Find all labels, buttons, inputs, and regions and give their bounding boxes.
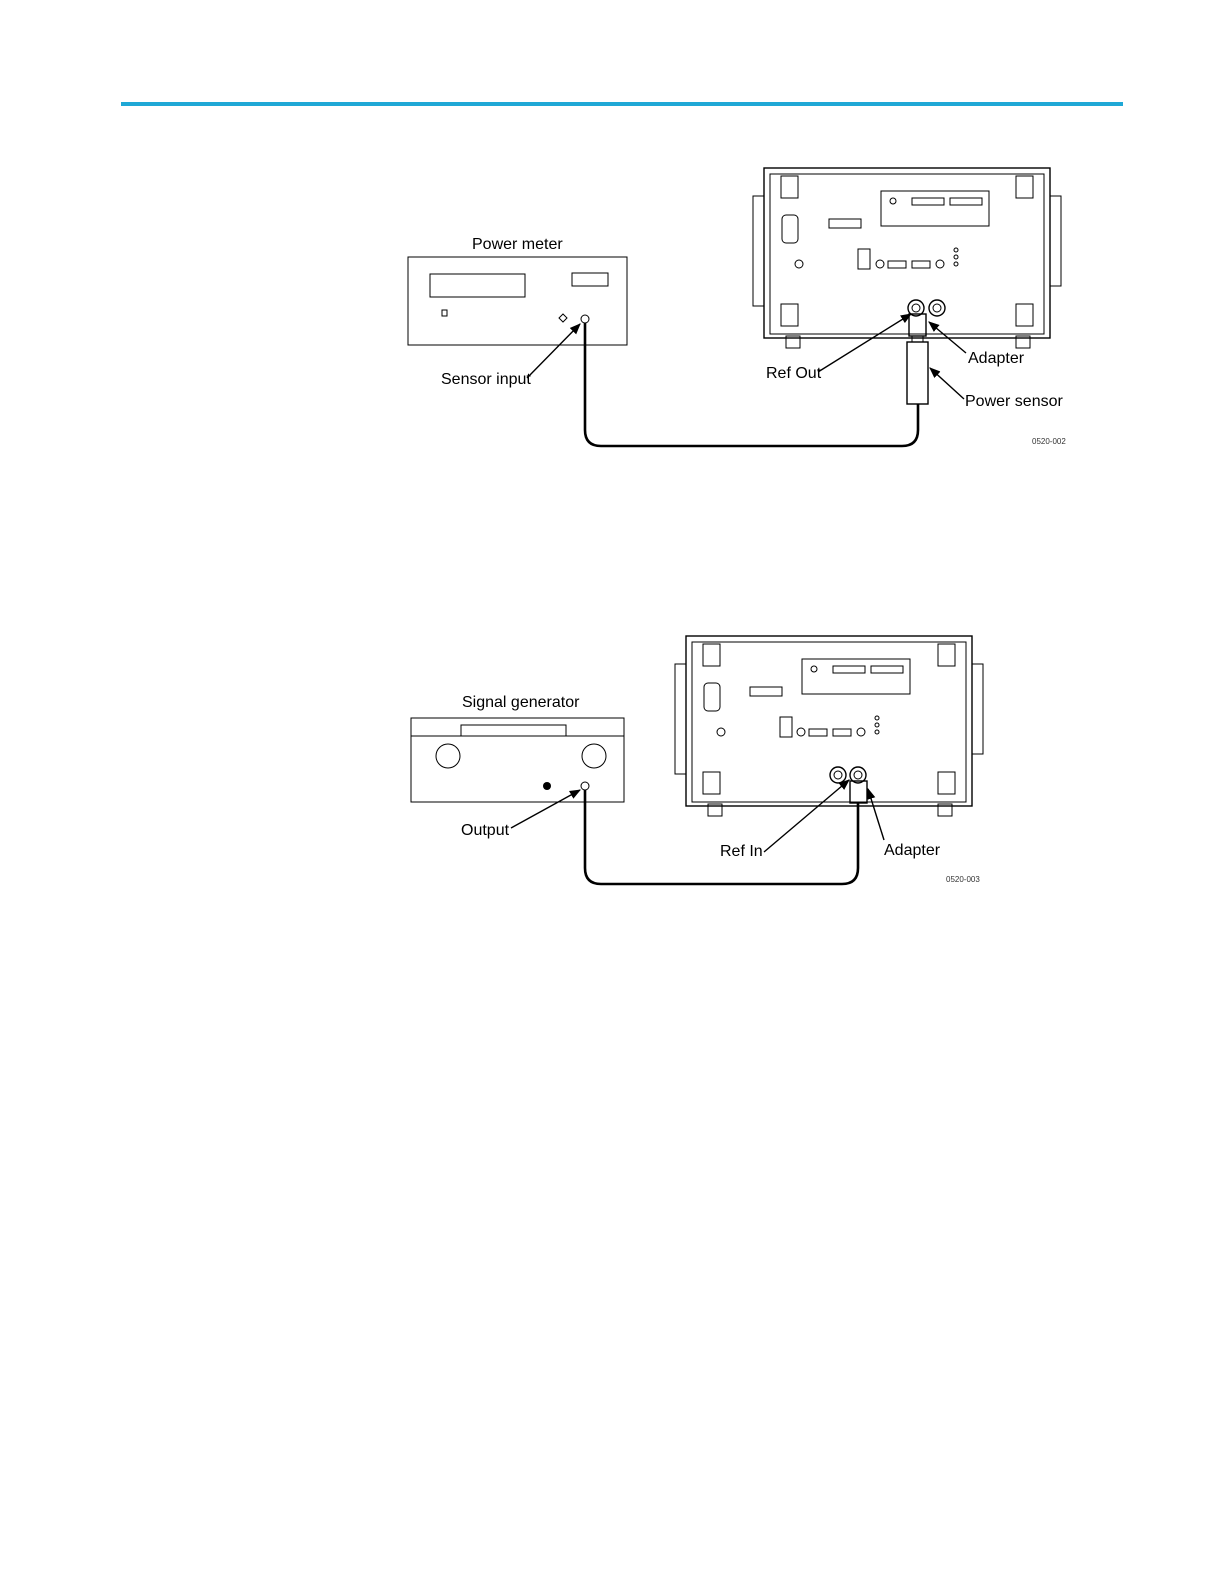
- label-adapter: Adapter: [884, 842, 941, 859]
- figure-code: 0520-002: [1032, 437, 1066, 446]
- leader-output: [511, 790, 580, 828]
- analyzer-rear-panel: [753, 168, 1061, 348]
- analyzer-rear-panel: [675, 636, 983, 816]
- power-sensor-assembly: [907, 314, 928, 404]
- label-power-meter: Power meter: [472, 236, 563, 253]
- cable-output-to-ref-in: [585, 790, 858, 884]
- leader-sensor-input: [527, 324, 580, 378]
- label-output: Output: [461, 822, 510, 839]
- label-ref-in: Ref In: [720, 843, 763, 860]
- label-ref-out: Ref Out: [766, 365, 822, 382]
- label-signal-generator: Signal generator: [462, 694, 580, 711]
- label-sensor-input: Sensor input: [441, 371, 531, 388]
- figure-1-diagram: Power meter Sensor input Ref Out Adapter…: [0, 0, 1224, 520]
- leader-ref-out: [818, 314, 911, 372]
- signal-generator-instrument: [411, 718, 624, 802]
- label-adapter: Adapter: [968, 350, 1025, 367]
- adapter-ref-in: [850, 781, 867, 803]
- leader-adapter: [868, 789, 884, 840]
- leader-power-sensor: [930, 368, 964, 399]
- leader-ref-in: [764, 780, 849, 852]
- power-meter-instrument: [408, 257, 627, 345]
- figure-code: 0520-003: [946, 875, 980, 884]
- label-power-sensor: Power sensor: [965, 393, 1063, 410]
